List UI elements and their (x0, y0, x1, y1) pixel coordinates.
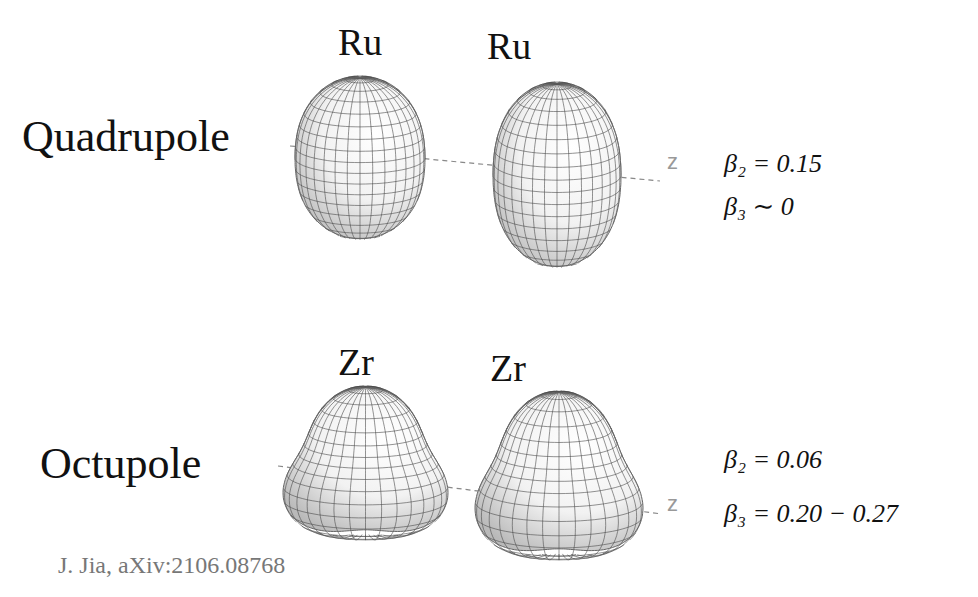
nucleus-outline (493, 84, 621, 267)
nucleus-name: Zr (338, 342, 374, 384)
nucleus-name: Ru (487, 26, 531, 68)
wireframe (476, 391, 643, 560)
deformation-type: Octupole (40, 440, 201, 488)
wireframe (493, 82, 621, 268)
nucleus-name: Zr (490, 348, 526, 390)
beta2-value: β₂ = 0.15 (724, 150, 822, 179)
nucleus-name: Ru (338, 22, 382, 64)
nucleus-outline (295, 78, 425, 239)
deformation-type: Quadrupole (22, 113, 230, 161)
beta3-value: β₃ = 0.20 − 0.27 (724, 500, 898, 529)
wireframe (284, 386, 448, 540)
axis-label: z (667, 492, 678, 516)
nucleus-group (283, 76, 643, 560)
wireframe (295, 76, 425, 240)
nucleus-outline (283, 387, 448, 531)
nucleus-outline (475, 392, 643, 550)
citation: J. Jia, aXiv:2106.08768 (58, 552, 285, 578)
beta3-value: β₃ ∼ 0 (724, 193, 794, 222)
axis-label: z (667, 150, 678, 174)
beta2-value: β₂ = 0.06 (724, 446, 822, 475)
